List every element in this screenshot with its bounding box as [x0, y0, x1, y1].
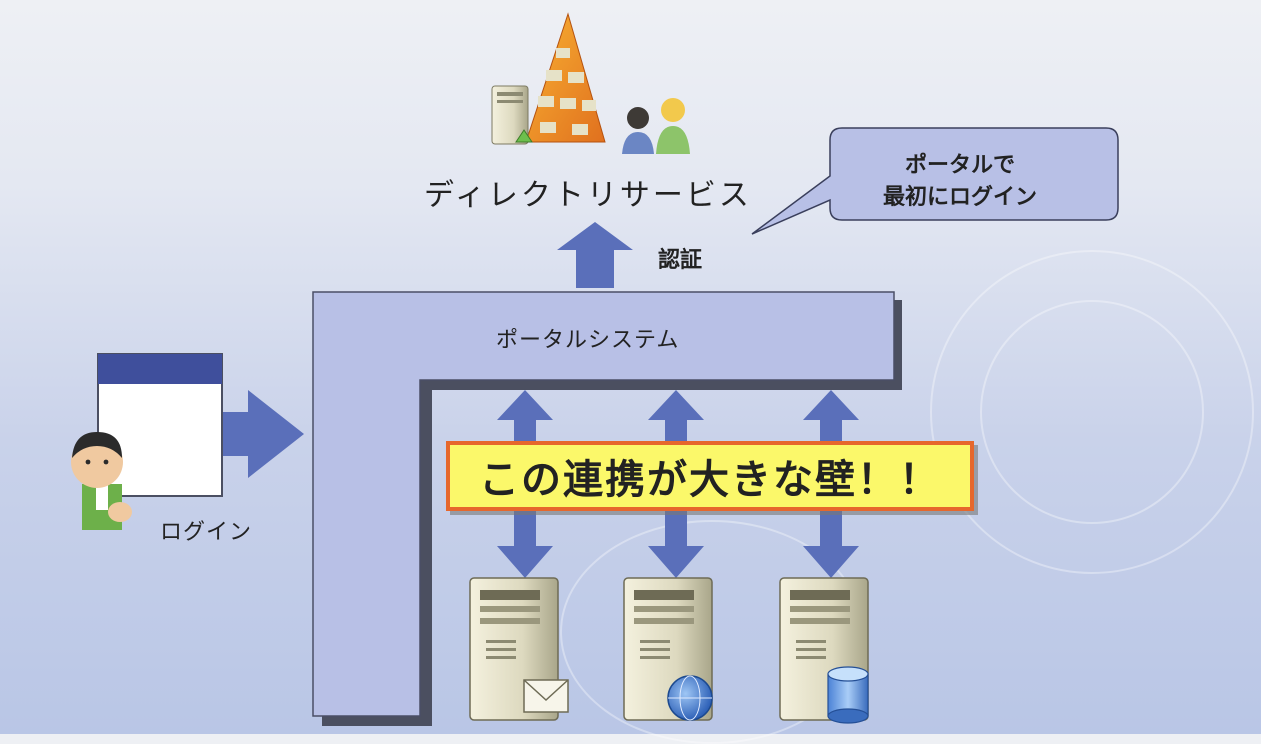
background-swirl: [930, 250, 1254, 574]
users-icon: [622, 107, 654, 154]
integration-warning-box: この連携が大きな壁！！: [446, 441, 974, 511]
callout-line-2: 最初にログイン: [882, 185, 1037, 210]
user-icon: [656, 98, 690, 154]
mail-server-icon: [469, 577, 569, 721]
callout-bubble: [751, 127, 1119, 235]
portal-system-label: ポータルシステム: [496, 328, 680, 353]
web-server-icon: [623, 577, 713, 721]
auth-label: 認証: [658, 248, 703, 273]
callout-text: ポータルで 最初にログイン: [840, 150, 1080, 214]
callout-line-1: ポータルで: [904, 153, 1015, 178]
database-server-icon: [779, 577, 869, 724]
integration-warning-text: この連携が大きな壁！！: [479, 457, 941, 503]
background-swirl: [980, 300, 1204, 524]
login-label: ログイン: [160, 520, 253, 545]
directory-server-icon: [491, 85, 533, 145]
directory-service-label: ディレクトリサービス: [424, 178, 752, 213]
portal-system-box: [312, 291, 895, 717]
pyramid-icon: [525, 12, 606, 143]
person-icon: [71, 432, 132, 530]
auth-arrow: [557, 222, 633, 288]
